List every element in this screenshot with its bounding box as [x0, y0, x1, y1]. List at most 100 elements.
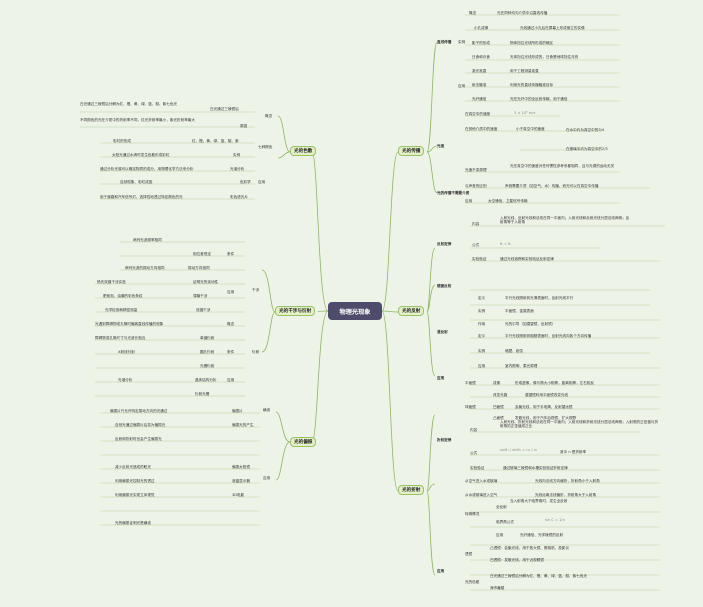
node: 平面镜、金属表面	[505, 309, 534, 313]
node: 透镜	[465, 552, 473, 556]
node: 白光通过三棱镜后分解为红、橙、黄、绿、蓝、靛、紫七色光	[490, 574, 588, 578]
node: 光的色散	[465, 580, 480, 584]
node: 干涉	[252, 288, 260, 292]
node: 障碍物或孔隙尺寸与光波长相近	[95, 336, 146, 340]
node: 与声音的区别	[465, 184, 487, 188]
node: 偏振片只允许特定振动方向的光通过	[110, 409, 168, 413]
node: 光线向法线方向偏折，折射角小于入射角	[535, 479, 600, 483]
node: 应用	[496, 533, 504, 537]
node: 天体挡住光线形成的，日食是地球挡住月亮	[510, 55, 579, 59]
refraction-law-text: 入射光线、折射光线和法线在同一平面内；入射光线和折射光线分居法线两侧；入射角的正…	[500, 420, 659, 429]
node: 偏振片	[232, 409, 243, 413]
node: 光在真空中的速度对任何惯性参考系都相同，且与光源的运动无关	[510, 164, 615, 168]
node: 光的偏振证明光是横波	[115, 521, 151, 525]
node: 光速不变原理	[465, 168, 487, 172]
node: 减少反射光造成的眩光	[115, 465, 151, 469]
node: 墙壁、纸张	[505, 349, 523, 353]
node: 概念	[469, 11, 477, 15]
reflection-law-text: 入射光线、反射光线和法线在同一平面内；入射光线和反射光线分居法线两侧；反射角等于…	[500, 216, 630, 225]
node: 实例	[458, 40, 466, 44]
node-speed: 光速	[437, 144, 445, 148]
node: 发散光线，用于汽车后视镜，扩大视野	[515, 416, 577, 420]
node: 用于道路和汽车信号灯，选择性地透过特定颜色的光	[100, 195, 183, 199]
node: 概念	[227, 322, 235, 326]
branch-polarization[interactable]: 光的偏振	[290, 437, 317, 447]
critical-formula: sin C = 1/n	[545, 518, 565, 522]
node: 光线远离法线偏折，折射角大于入射角	[535, 493, 597, 497]
node: 晶体结构分析	[195, 378, 217, 382]
node: 光栅衍射	[200, 364, 215, 368]
node: 白光通过三棱镜后	[210, 107, 239, 111]
node: 通过光线追踪和实验验证反射定律	[500, 257, 554, 261]
node: 光的引导（如潜望镜、反射镜）	[505, 322, 556, 326]
node: 凸透镜：会聚光线，用于放大镜、照相机、投影仪	[490, 546, 570, 550]
node: 内容	[470, 428, 478, 432]
node: 小于真空中的速度	[516, 127, 545, 131]
branch-interference[interactable]: 光的干涉与衍射	[275, 306, 316, 316]
node: 定义	[478, 334, 486, 338]
node: X射线衍射	[118, 350, 135, 354]
node: 色彩学	[240, 180, 251, 184]
node: 杨氏双缝干涉实验	[97, 280, 126, 284]
node: 条件	[227, 350, 235, 354]
node: 自然现象、彩虹成因	[120, 180, 153, 184]
node: 全反射	[496, 505, 507, 509]
node: 在其他介质中的速度	[465, 127, 498, 131]
node: 光学检测和精密测量	[105, 308, 138, 312]
node: 应用	[437, 376, 445, 380]
node: 声音需要介质（如空气、水）传播，而光可以在真空中传播	[505, 184, 599, 188]
node: 内容	[472, 222, 480, 226]
node: 彩色滤光片	[230, 195, 248, 199]
node: 光遇到障碍物或孔隙时偏离直线传播的现象	[95, 322, 164, 326]
branch-reflection[interactable]: 光的反射	[398, 306, 425, 316]
node: 七种颜色	[258, 145, 273, 149]
node: 定义	[478, 296, 486, 300]
node: 应用	[258, 180, 266, 184]
node: 形成虚像，像与物大小相等，距离相等，左右相反	[515, 381, 595, 385]
node: 实验验证	[472, 257, 487, 261]
center-topic[interactable]: 物理光现象	[328, 302, 382, 320]
node: 概念	[265, 114, 273, 118]
node: 当入射角大于临界角时，发生全反射	[510, 499, 568, 503]
node: 彩虹的形成	[113, 139, 131, 143]
node: 3D电影	[232, 493, 245, 497]
node: 球面镜	[465, 405, 476, 409]
node: 反射和折射时也会产生偏振光	[115, 437, 162, 441]
node: 应用	[263, 476, 271, 480]
node: 利用偏振光实现立体视觉	[115, 493, 155, 497]
node: 偏振光的产生	[232, 423, 254, 427]
node: 用于工程测量准直	[510, 69, 539, 73]
node: 不同颜色的光在介质中的折射率不同，红光折射率最小，紫光折射率最大	[80, 118, 195, 122]
node: 射击瞄准	[472, 83, 487, 87]
node: 应用	[478, 364, 486, 368]
node: 会聚光线，用于手电筒、反射望远镜	[515, 405, 573, 409]
node: 白光通过三棱镜后分解为红、橙、黄、绿、蓝、靛、紫七色光	[80, 102, 178, 106]
node: 通过分析光谱可以确定物质的成分，用物理化学方法来分析	[100, 167, 194, 171]
node: 振动方向相同	[188, 266, 210, 270]
node: 两列光波的振动方向相同	[125, 266, 165, 270]
node: 横波	[263, 408, 271, 412]
node: 镜面反射	[437, 284, 452, 288]
branch-propagation[interactable]: 光的传播	[398, 146, 425, 156]
node: 公式	[472, 243, 480, 247]
node: 薄膜干涉	[193, 294, 208, 298]
branch-color[interactable]: 光的色散	[290, 146, 317, 156]
branch-refraction[interactable]: 光的折射	[398, 485, 425, 495]
node: 偏振太阳镜	[232, 465, 250, 469]
node: 利用光的直线传播瞄准目标	[510, 83, 554, 87]
node-straight: 直线传播	[437, 40, 452, 44]
node: 平行光线照射到光滑表面时，反射光线平行	[505, 296, 574, 300]
speed-formula: 3 × 10⁸ m/s	[514, 111, 536, 115]
node: 光在同种均匀介质中沿直线传播	[497, 11, 548, 15]
node: 光谱分析	[230, 167, 245, 171]
node: 从空气进入水或玻璃	[465, 479, 498, 483]
node: 激光准直	[472, 69, 487, 73]
node: 液晶显示器	[232, 479, 250, 483]
node: 应用	[437, 569, 445, 573]
node: 其中 n 是折射率	[560, 450, 587, 454]
node: 光谱分析	[118, 378, 133, 382]
node: 潜望镜利用平面镜改变光线	[525, 393, 569, 397]
node: 圆孔衍射	[200, 350, 215, 354]
node: 应用	[227, 290, 235, 294]
